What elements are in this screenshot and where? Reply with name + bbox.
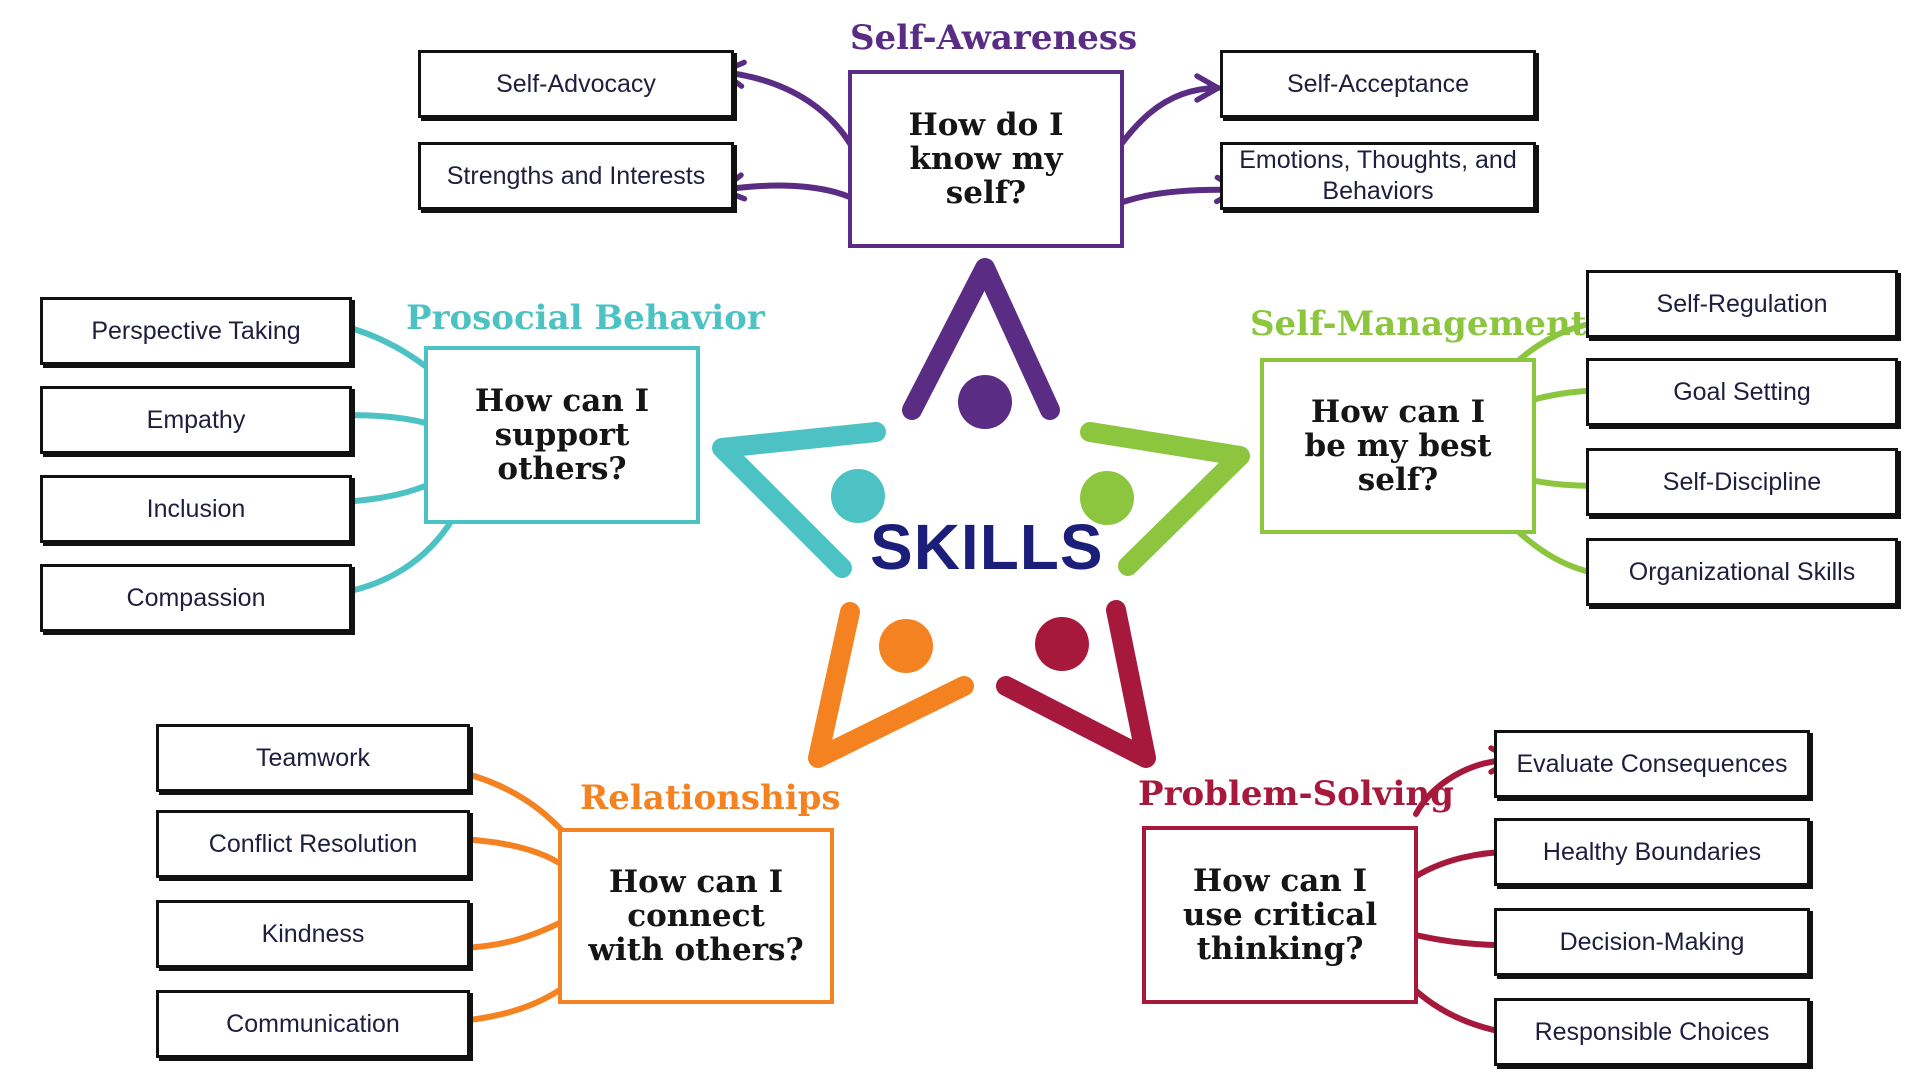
item-self-advocacy: Self-Advocacy (418, 50, 734, 118)
item-teamwork: Teamwork (156, 724, 470, 792)
center-skills-label: SKILLS (870, 511, 1104, 583)
question-prosocial-behavior: How can I support others? (424, 346, 700, 524)
item-strengths-and-interests: Strengths and Interests (418, 142, 734, 210)
item-conflict-resolution: Conflict Resolution (156, 810, 470, 878)
question-self-awareness: How do I know my self? (848, 70, 1124, 248)
figure-head (1035, 617, 1089, 671)
star-figures (712, 258, 1250, 768)
item-self-discipline: Self-Discipline (1586, 448, 1898, 516)
item-goal-setting: Goal Setting (1586, 358, 1898, 426)
figure-relationships (808, 602, 974, 768)
question-self-management: How can I be my best self? (1260, 358, 1536, 534)
question-problem-solving: How can I use critical thinking? (1142, 826, 1418, 1004)
figure-problem-solving (996, 600, 1156, 768)
item-perspective-taking: Perspective Taking (40, 297, 352, 365)
item-inclusion: Inclusion (40, 475, 352, 543)
heading-self-management: Self-Management (1250, 304, 1587, 344)
item-evaluate-consequences: Evaluate Consequences (1494, 730, 1810, 798)
figure-head (831, 469, 885, 523)
item-empathy: Empathy (40, 386, 352, 454)
question-relationships: How can I connect with others? (558, 828, 834, 1004)
heading-self-awareness: Self-Awareness (850, 18, 1138, 58)
figure-arms (1080, 422, 1250, 576)
figure-arms (712, 422, 886, 578)
heading-relationships: Relationships (580, 778, 841, 818)
item-decision-making: Decision-Making (1494, 908, 1810, 976)
item-organizational-skills: Organizational Skills (1586, 538, 1898, 606)
figure-self-management (1080, 422, 1250, 576)
figure-arms (902, 258, 1060, 420)
item-compassion: Compassion (40, 564, 352, 632)
figure-head (1080, 471, 1134, 525)
connector-arrow (719, 172, 863, 205)
figure-arms (996, 600, 1156, 768)
item-responsible-choices: Responsible Choices (1494, 998, 1810, 1066)
figure-head (879, 619, 933, 673)
figure-prosocial-behavior (712, 422, 886, 578)
item-self-regulation: Self-Regulation (1586, 270, 1898, 338)
figure-arms (808, 602, 974, 768)
heading-problem-solving: Problem-Solving (1138, 774, 1454, 814)
connector-arrow (719, 59, 858, 155)
figure-self-awareness (902, 258, 1060, 429)
item-self-acceptance: Self-Acceptance (1220, 50, 1536, 118)
item-emotions-thoughts-behaviors: Emotions, Thoughts, and Behaviors (1220, 142, 1536, 210)
item-communication: Communication (156, 990, 470, 1058)
item-healthy-boundaries: Healthy Boundaries (1494, 818, 1810, 886)
heading-prosocial-behavior: Prosocial Behavior (406, 298, 765, 338)
figure-head (958, 375, 1012, 429)
item-kindness: Kindness (156, 900, 470, 968)
